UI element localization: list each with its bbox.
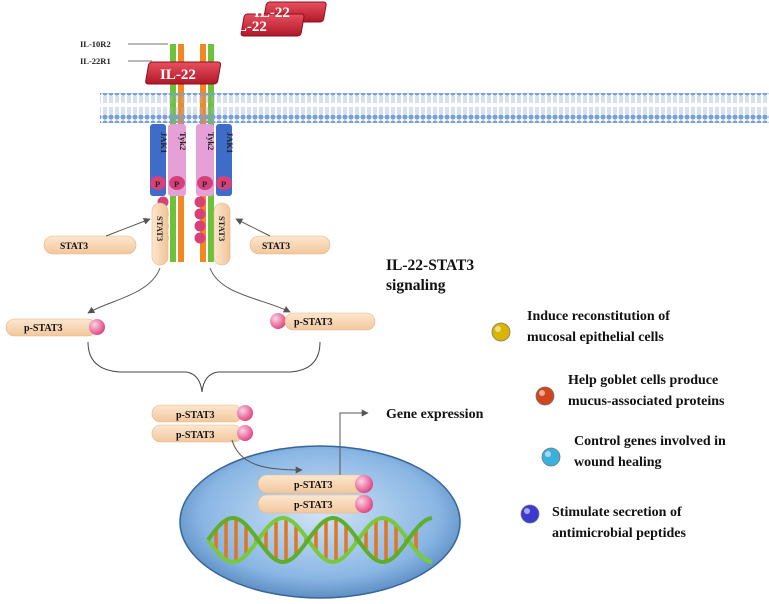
arrow-release-left — [87, 267, 161, 314]
phosphate-4 — [194, 196, 206, 208]
effect-4-line1: Stimulate secretion of — [552, 505, 682, 520]
dna-helix — [206, 516, 433, 564]
effect-bullet-1 — [491, 322, 511, 342]
pstat3-right: p-STAT3 — [270, 312, 376, 331]
arrow-stat3-docking-right — [235, 218, 271, 237]
phosphate-7 — [194, 232, 206, 244]
effect-bullet-highlight — [495, 326, 501, 332]
tyk2-right-label: Tyk2 — [206, 132, 216, 150]
stat3-right-label: STAT3 — [262, 242, 290, 252]
il22r1-label: IL-22R1 — [80, 56, 111, 66]
kinase-phosphates — [150, 176, 232, 190]
effect-1-line2: mucosal epithelial cells — [527, 330, 664, 345]
effects-list: Induce reconstitution of mucosal epitheli… — [491, 309, 726, 541]
pstat3-dimer-bottom-label: p-STAT3 — [176, 430, 215, 441]
effect-1-line1: Induce reconstitution of — [527, 309, 670, 324]
bound-il22-label: IL-22 — [160, 67, 196, 83]
pstat3-dna-bottom-label: p-STAT3 — [294, 500, 333, 511]
stat3-left: STAT3 — [43, 235, 137, 255]
dna-strand-b — [206, 516, 433, 564]
free-il22-label-2: IL-22 — [231, 19, 267, 35]
kinase-p-label-0: P — [155, 179, 160, 189]
pathway-title-line1: IL-22-STAT3 — [386, 257, 474, 274]
effect-bullet-highlight — [539, 390, 545, 396]
gene-expression-label: Gene expression — [386, 407, 484, 422]
jak1-left-label: JAK1 — [159, 132, 169, 153]
kinase-p-label-3: P — [221, 179, 226, 189]
pathway-title-line2: signaling — [386, 277, 446, 294]
jak1-right-label: JAK1 — [225, 132, 235, 153]
arrow-nuclear-translocation — [231, 439, 303, 474]
effect-2-line1: Help goblet cells produce — [568, 373, 718, 388]
pstat3-left: p-STAT3 — [5, 318, 105, 337]
effect-4-line2: antimicrobial peptides — [552, 526, 686, 541]
phosphate-5 — [194, 208, 206, 220]
phosphate-6 — [194, 220, 206, 232]
free-il22-ligands: IL-22 IL-22 — [231, 1, 327, 37]
arrow-gene-expression — [339, 409, 369, 480]
cell-membrane — [100, 93, 769, 123]
docked-stat3 — [151, 202, 231, 266]
effect-bullet-3 — [541, 447, 561, 467]
pstat3-right-label: p-STAT3 — [294, 317, 333, 328]
arrow-release-right — [209, 267, 291, 313]
effect-bullet-4 — [520, 504, 540, 524]
stat3-right: STAT3 — [249, 235, 331, 255]
pstat3-dimer: p-STAT3 p-STAT3 — [151, 404, 253, 443]
pstat3-dna-bound: p-STAT3 p-STAT3 — [257, 474, 373, 514]
effect-bullet-2 — [535, 386, 555, 406]
il10r2-label: IL-10R2 — [80, 39, 111, 49]
effect-3-line2: wound healing — [574, 455, 662, 470]
docked-stat3-right-label: STAT3 — [217, 216, 227, 241]
docked-stat3-left-label: STAT3 — [155, 216, 165, 241]
effect-2-line2: mucus-associated proteins — [568, 394, 725, 409]
arrow-stat3-docking-left — [105, 218, 151, 237]
dna-strand-a — [206, 516, 433, 564]
pstat3-dna-top-label: p-STAT3 — [294, 480, 333, 491]
bound-il22: IL-22 — [145, 61, 222, 85]
stat3-left-label: STAT3 — [60, 242, 88, 252]
tyk2-left-label: Tyk2 — [178, 132, 188, 150]
free-il22-label-1: IL-22 — [254, 5, 290, 21]
effect-bullet-highlight — [545, 451, 551, 457]
pstat3-dimer-top-label: p-STAT3 — [176, 410, 215, 421]
pstat3-left-label: p-STAT3 — [24, 323, 63, 334]
dimerization-brace — [87, 341, 321, 393]
effect-3-line1: Control genes involved in — [574, 434, 726, 449]
effect-bullet-highlight — [524, 508, 530, 514]
kinase-p-label-2: P — [202, 179, 207, 189]
kinase-p-label-1: P — [174, 179, 179, 189]
